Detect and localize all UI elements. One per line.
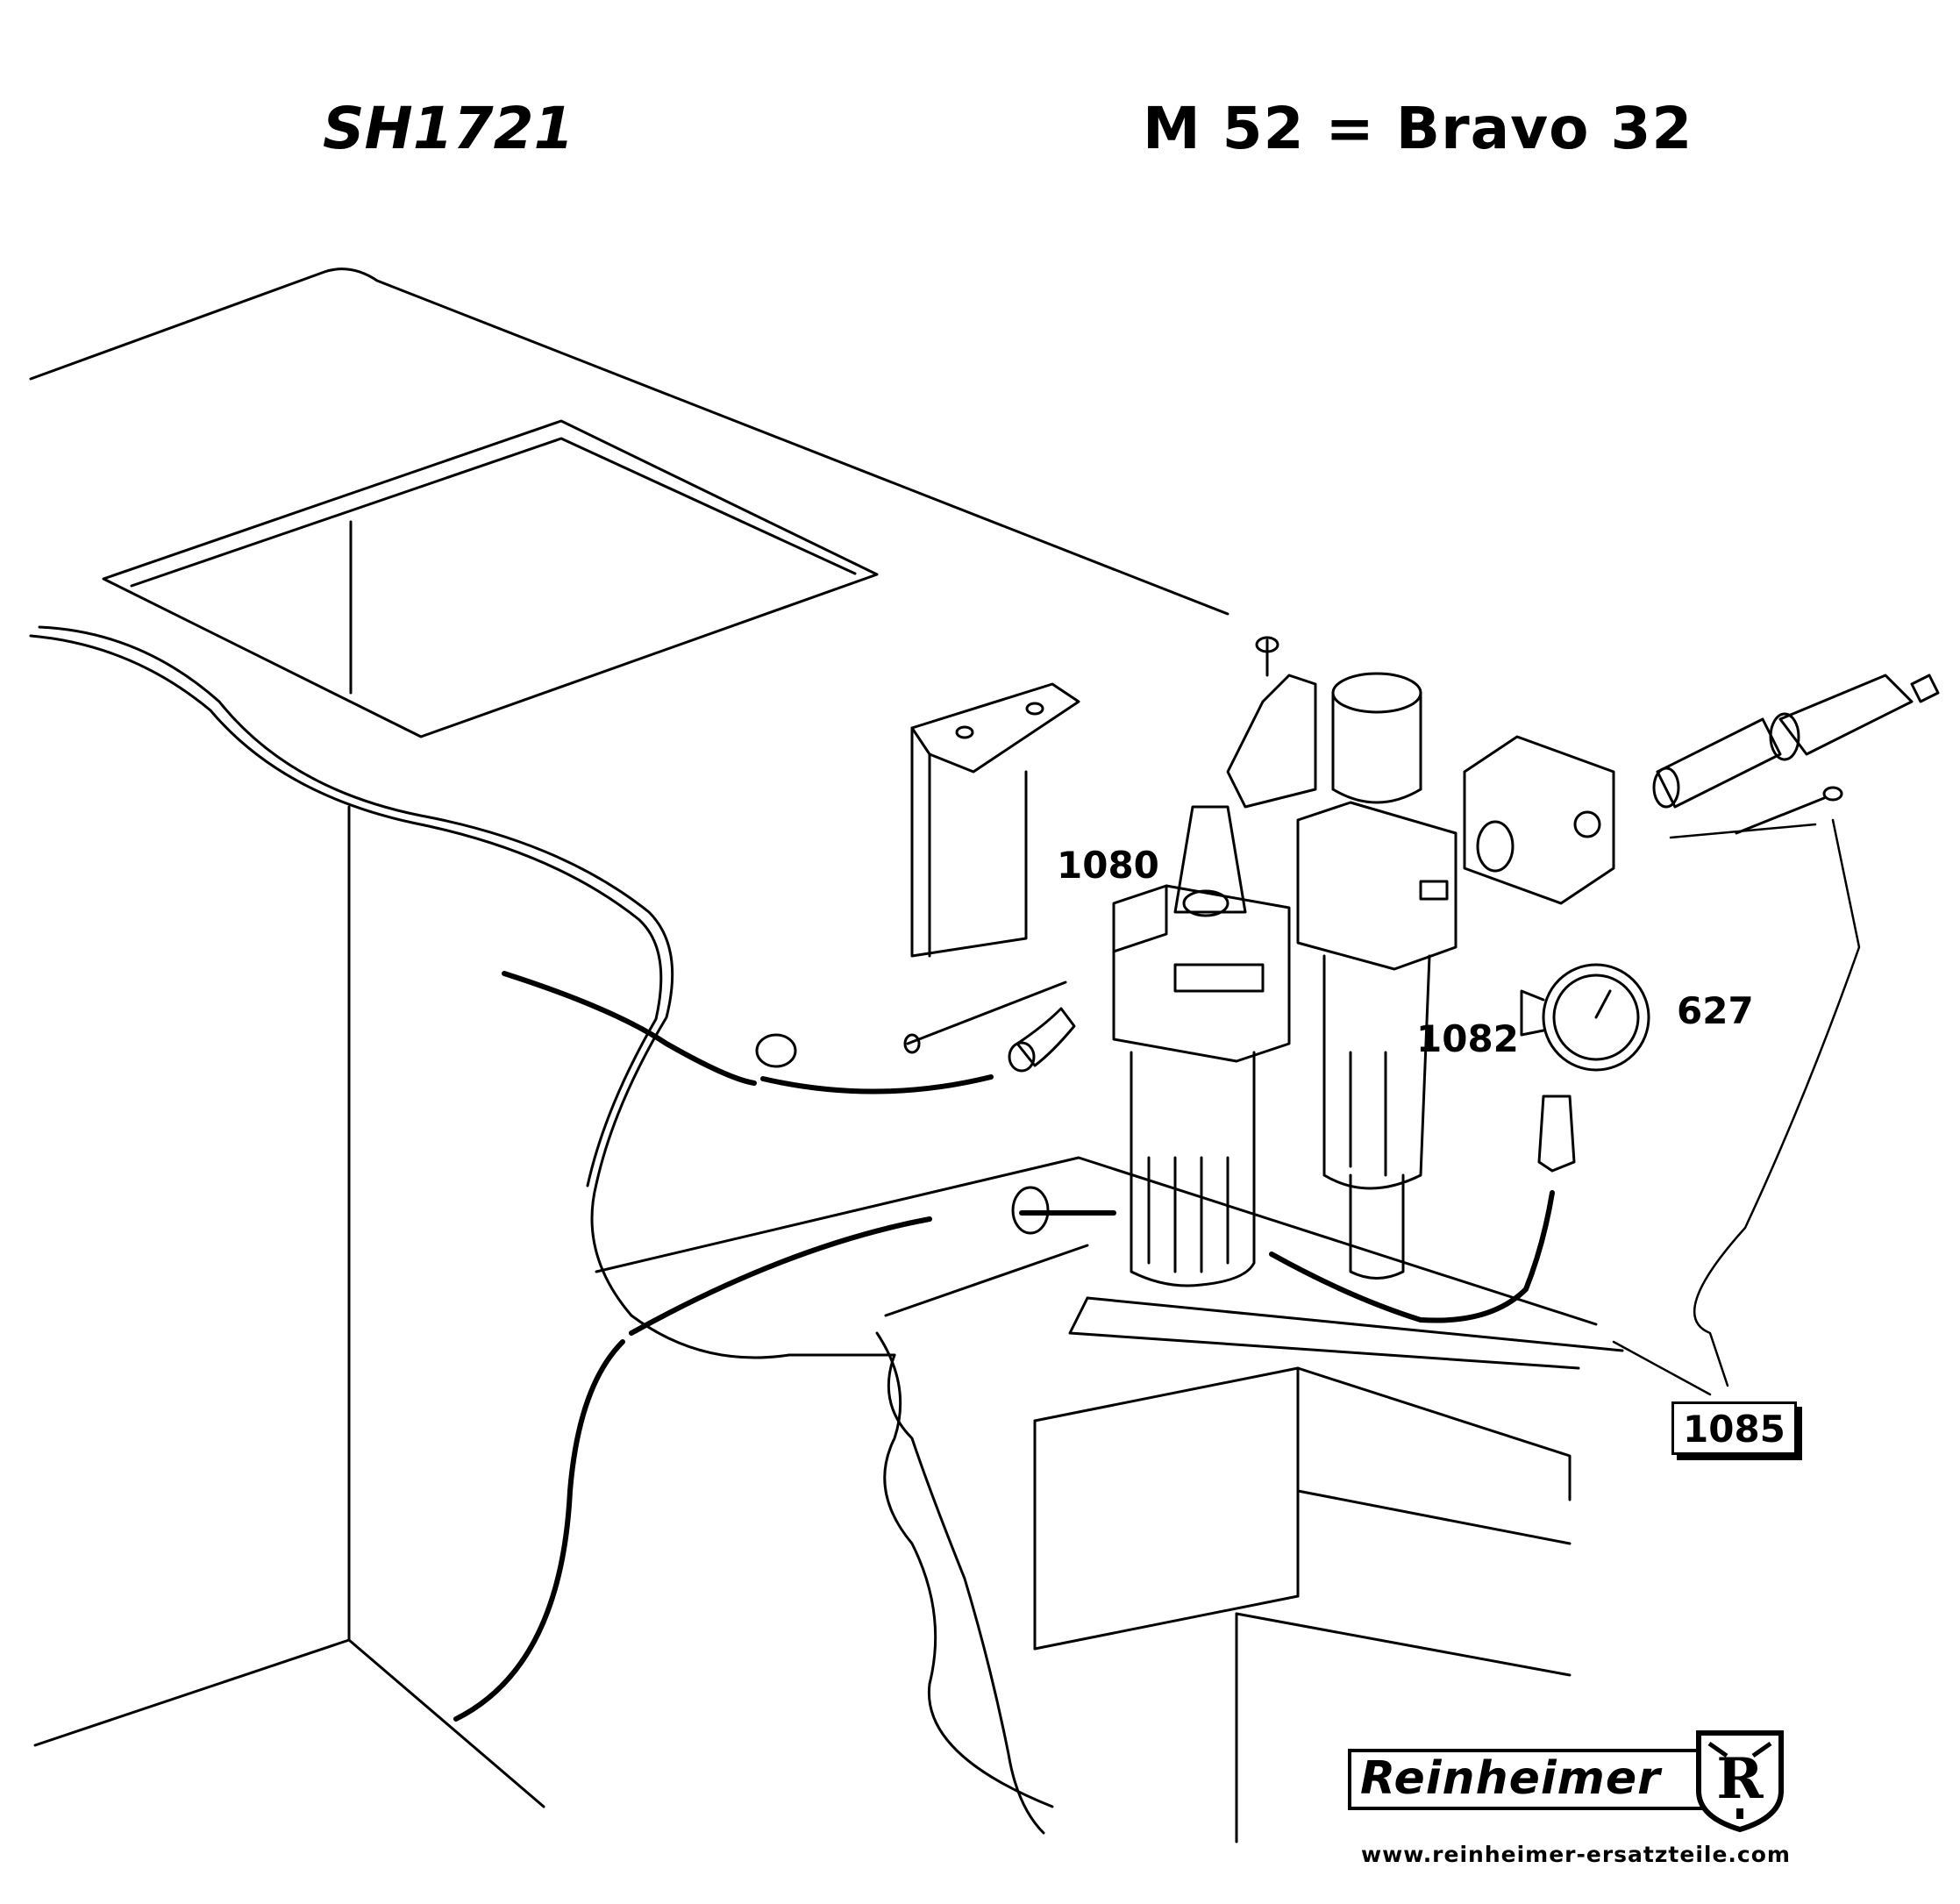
grommets [755,1033,1050,1235]
part-label-627: 627 [1677,989,1754,1032]
machine-body [29,267,1624,1843]
quick-coupling [1652,674,1940,809]
pressure-gauge [1520,963,1650,1072]
drawing-code: SH1721 [323,95,574,162]
mounting-screw [903,981,1067,1054]
lubricator-unit [1112,805,1291,1287]
long-screw [1735,786,1843,835]
part-label-1085: 1085 [1671,1401,1797,1455]
website-link[interactable]: www.reinheimer-ersatzteile.com [1361,1842,1791,1867]
page-title: M 52 = Bravo 32 [1143,95,1693,162]
distribution-block [1226,636,1615,905]
leader-lines [1612,818,1861,1396]
part-label-1080: 1080 [1057,844,1159,887]
shield-letter: R [1716,1746,1764,1812]
elbow-fitting [1008,1007,1076,1073]
shield-icon: R [1696,1730,1784,1833]
air-hoses [453,971,1555,1722]
filter-regulator-unit [1296,672,1458,1280]
mounting-bracket [910,682,1080,958]
part-label-1082: 1082 [1416,1017,1519,1060]
logo-brand-name: Reinheimer [1360,1752,1661,1805]
reinheimer-logo: Reinheimer R [1348,1729,1786,1833]
hose-fitting [1537,1095,1576,1173]
